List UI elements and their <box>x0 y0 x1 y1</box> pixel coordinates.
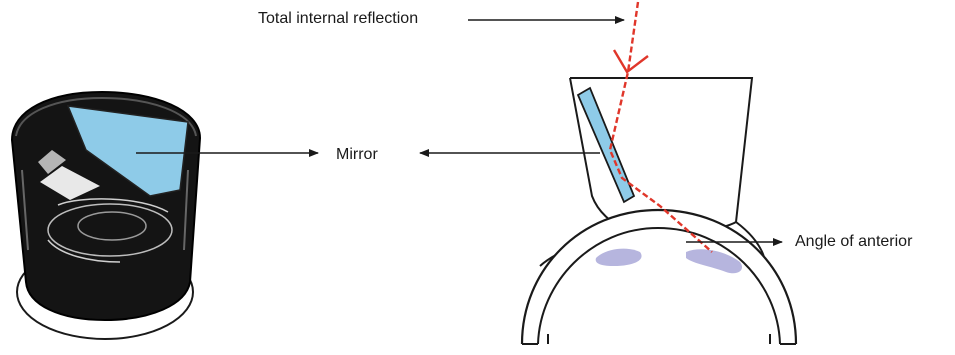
light-ray-arrowhead <box>614 50 648 72</box>
gonio-lens-illustration <box>12 92 200 339</box>
label-angle-of-anterior: Angle of anterior <box>795 233 912 251</box>
lens-cross-section <box>522 2 796 344</box>
label-mirror: Mirror <box>336 146 378 164</box>
mirror-cross-section <box>578 88 634 202</box>
label-total-internal-reflection: Total internal reflection <box>258 10 418 28</box>
